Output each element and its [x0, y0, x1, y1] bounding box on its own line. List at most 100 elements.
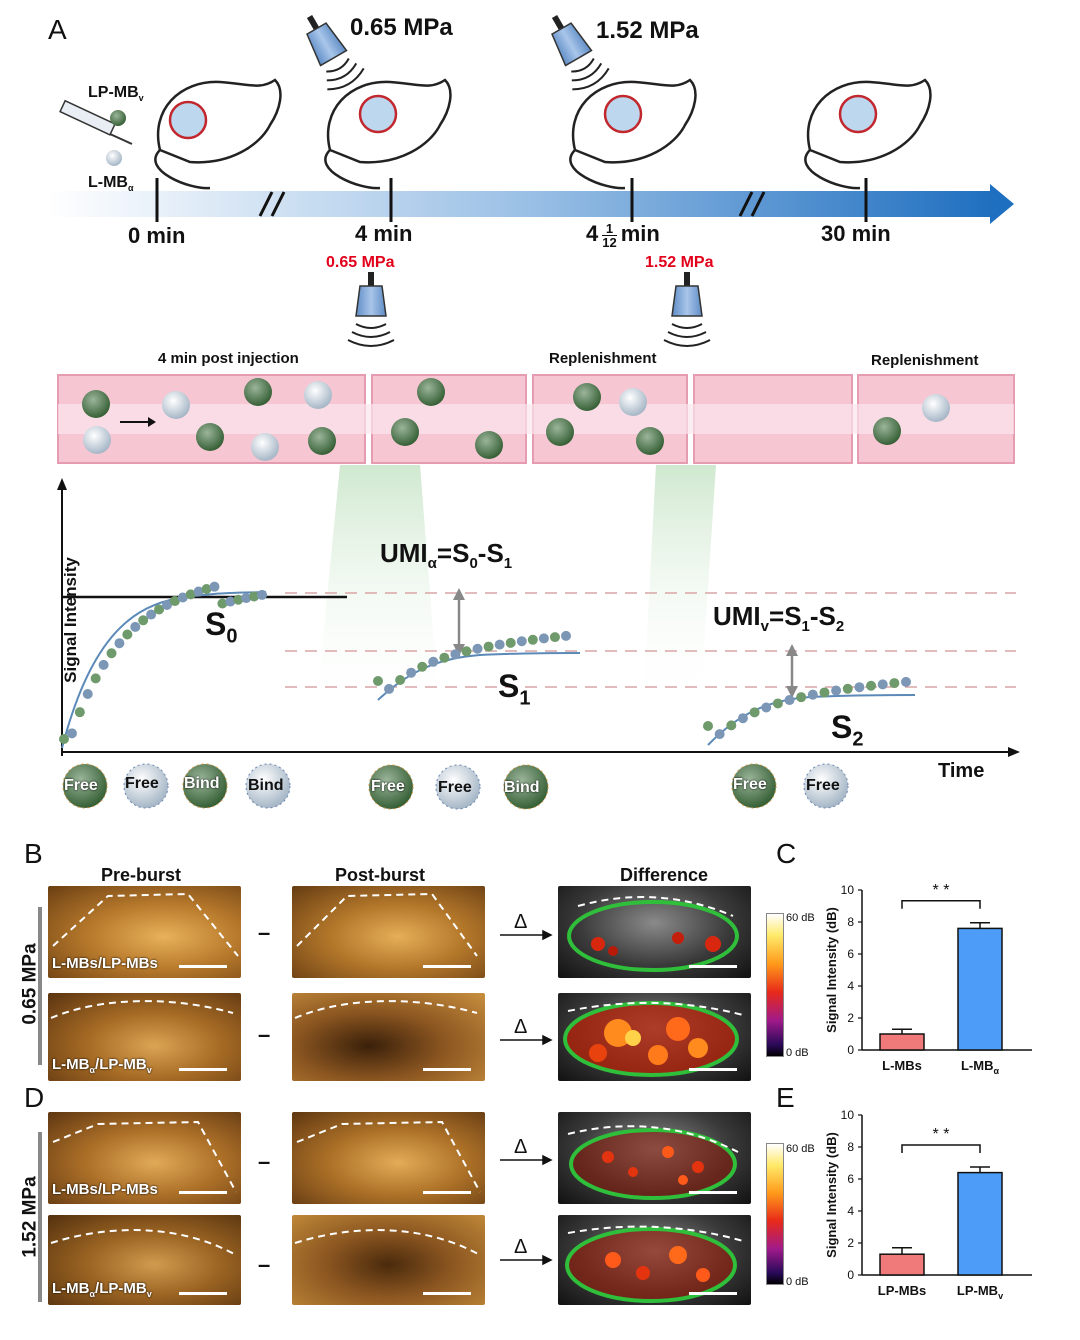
vessel-caption-3: Replenishment [871, 352, 979, 369]
delta-symbol: Δ [514, 1016, 528, 1038]
signal-data-point [169, 596, 180, 607]
image-label: L-MBα/LP-MBv [52, 1056, 152, 1075]
image-label: L-MBs/LP-MBs [52, 1181, 158, 1198]
significance-bracket [901, 1144, 981, 1153]
column-header-pre-burst: Pre-burst [101, 865, 182, 885]
s0-label: S0 [205, 606, 238, 648]
delta-arrows [500, 929, 553, 1266]
row-group-1-52: 1.52 MPa [19, 1176, 41, 1258]
signal-data-point [233, 594, 244, 605]
umi-v-formula: UMIv=S1-S2 [713, 601, 845, 636]
umi-alpha-formula: UMIα=S0-S1 [380, 538, 513, 573]
signal-data-point [90, 673, 101, 684]
time-label-0: 0 min [128, 223, 186, 248]
minus-operator: – [258, 920, 271, 945]
y-tick-label: 8 [847, 1140, 854, 1154]
signal-data-point [714, 729, 725, 740]
bar [957, 927, 1003, 1051]
y-tick-label: 4 [847, 1204, 854, 1218]
signal-data-point [737, 713, 748, 724]
x-tick-label: LP-MBs [878, 1283, 926, 1298]
bubble-legend [62, 763, 849, 810]
scale-bar [689, 1191, 737, 1194]
signal-data-point [866, 680, 877, 691]
lp-mb-label: LP-MBv [88, 84, 144, 104]
minus-operator: – [258, 1252, 271, 1277]
signal-data-point [59, 734, 69, 744]
scale-bar [689, 965, 737, 968]
scale-bar [689, 1068, 737, 1071]
vessel-caption-2: Replenishment [549, 350, 657, 367]
bar [879, 1253, 925, 1276]
legend-bind-1: Bind [184, 775, 220, 792]
signal-data-point [854, 682, 865, 693]
signal-data-point [225, 596, 236, 607]
signal-data-point [417, 661, 428, 672]
x-tick-label: L-MBα [961, 1058, 1000, 1076]
signal-data-point [241, 593, 252, 604]
signal-data-point [505, 637, 516, 648]
row-group-0-65: 0.65 MPa [19, 943, 41, 1025]
ultrasound-image-difference [558, 886, 751, 978]
scale-bar [179, 1292, 227, 1295]
colorbar-max: 60 dB [786, 1143, 815, 1155]
signal-data-point [726, 720, 737, 731]
y-tick-label: 6 [847, 947, 854, 961]
ultrasound-image-post-burst [292, 1112, 485, 1204]
signal-data-point [439, 652, 450, 663]
scale-bar [423, 1068, 471, 1071]
signal-data-point [483, 641, 494, 652]
y-tick-label: 10 [841, 883, 855, 897]
legend-free-3: Free [371, 778, 405, 795]
signal-data-point [703, 721, 713, 731]
signal-data-point [146, 609, 157, 620]
mouse-icon [154, 78, 932, 190]
signal-data-point [889, 678, 900, 689]
scale-bar [423, 1292, 471, 1295]
signal-data-point [185, 589, 196, 600]
signal-data-point [209, 581, 220, 592]
ultrasound-image-post-burst [292, 1215, 485, 1305]
s2-label: S2 [831, 709, 864, 751]
panel-letter-d: D [24, 1082, 45, 1113]
ultrasound-image-pre-burst: L-MBα/LP-MBv [48, 993, 241, 1081]
delta-symbol: Δ [514, 1236, 528, 1258]
colorbar-max: 60 dB [786, 912, 815, 924]
signal-plot-xlabel: Time [938, 760, 985, 782]
signal-data-point [82, 689, 93, 700]
y-tick-label: 8 [847, 915, 854, 929]
scale-bar [689, 1292, 737, 1295]
scale-bar [179, 1068, 227, 1071]
l-mb-label: L-MBα [88, 174, 134, 194]
signal-data-point [428, 656, 439, 667]
signal-data-point [249, 591, 260, 602]
signal-data-point [527, 634, 538, 645]
ultrasound-image-pre-burst: L-MBα/LP-MBv [48, 1215, 241, 1305]
legend-bind-2: Bind [248, 777, 284, 794]
signal-data-point [749, 707, 760, 718]
signal-data-point [819, 687, 830, 698]
legend-free-2: Free [125, 775, 159, 792]
signal-data-point [177, 592, 188, 603]
column-header-post-burst: Post-burst [335, 865, 425, 885]
signal-data-point [257, 589, 267, 600]
ultrasound-probe-icon [306, 15, 711, 347]
panel-letter-a: A [48, 14, 67, 45]
legend-free-5: Free [733, 776, 767, 793]
group-bracket [38, 907, 42, 1065]
s1-label: S1 [498, 668, 531, 710]
signal-data-point [395, 674, 406, 685]
signal-data-point [761, 702, 772, 713]
ultrasound-beam [315, 465, 440, 720]
bar [957, 1171, 1003, 1276]
delta-symbol: Δ [514, 1136, 528, 1158]
signal-data-point [106, 648, 117, 659]
minus-operator: – [258, 1022, 271, 1047]
signal-data-point [877, 679, 888, 690]
image-label: L-MBs/LP-MBs [52, 955, 158, 972]
scale-bar [179, 1191, 227, 1194]
signal-data-point [384, 683, 395, 694]
scale-bar [179, 965, 227, 968]
